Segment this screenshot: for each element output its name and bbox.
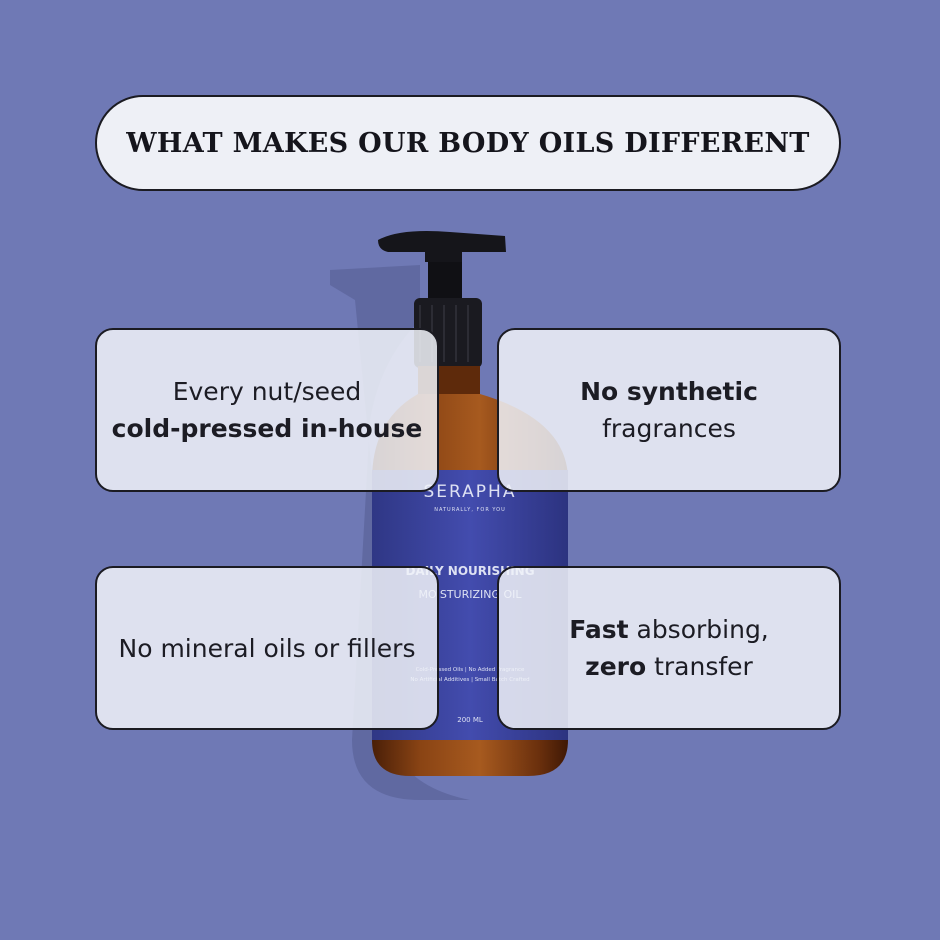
- bottle-brand: SERAPHA: [424, 482, 517, 502]
- bottle-claims-line2: No Artificial Additives | Small Batch Cr…: [410, 677, 529, 683]
- feature-bold-text: zero: [585, 652, 647, 681]
- feature-bold-text: Fast: [569, 615, 629, 644]
- title-banner: WHAT MAKES OUR BODY OILS DIFFERENT: [95, 95, 841, 191]
- feature-text: Every nut/seed: [172, 377, 362, 406]
- feature-text: No mineral oils or fillers: [118, 633, 416, 663]
- bottle-claims-line1: Cold-Pressed Oils | No Added Fragrance: [416, 667, 525, 673]
- bottle-volume: 200 ML: [457, 716, 483, 724]
- feature-card-no-mineral-oils: No mineral oils or fillers: [95, 566, 439, 730]
- page-title: WHAT MAKES OUR BODY OILS DIFFERENT: [126, 127, 810, 159]
- feature-bold-text: No synthetic: [580, 377, 758, 406]
- feature-bold-text: cold-pressed in-house: [111, 414, 423, 443]
- feature-card-no-synthetic: No synthetic fragrances: [497, 328, 841, 492]
- feature-text: transfer: [646, 652, 753, 681]
- bottle-product-line2: MOISTURIZING OIL: [418, 588, 522, 601]
- feature-text: absorbing,: [628, 615, 769, 644]
- feature-card-fast-absorbing: Fast absorbing, zero transfer: [497, 566, 841, 730]
- feature-card-cold-pressed: Every nut/seed cold-pressed in-house: [95, 328, 439, 492]
- bottle-tagline: NATURALLY, FOR YOU: [434, 507, 506, 513]
- feature-text: fragrances: [602, 414, 736, 443]
